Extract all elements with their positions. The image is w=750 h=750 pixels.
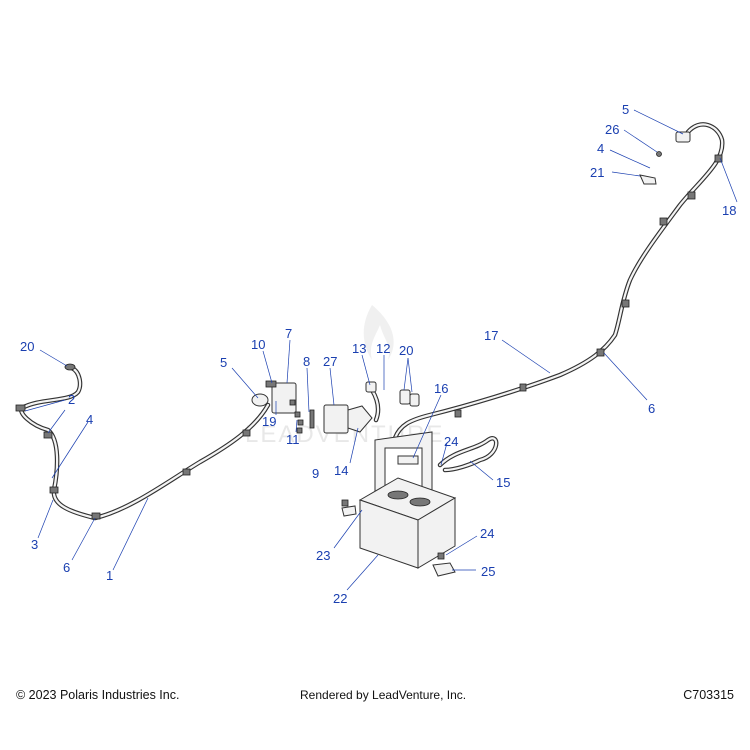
callout-9: 9 <box>312 466 319 481</box>
callout-15: 15 <box>496 475 510 490</box>
callout-1: 1 <box>106 568 113 583</box>
callout-26: 26 <box>605 122 619 137</box>
callout-6: 6 <box>63 560 70 575</box>
callout-20-left: 20 <box>20 339 34 354</box>
callout-17: 17 <box>484 328 498 343</box>
callout-25: 25 <box>481 564 495 579</box>
callout-20-mid: 20 <box>399 343 413 358</box>
diagram-code: C703315 <box>683 688 734 702</box>
callout-24-lower: 24 <box>480 526 494 541</box>
callout-4-right: 4 <box>597 141 604 156</box>
copyright-text: © 2023 Polaris Industries Inc. <box>16 688 180 702</box>
callout-19: 19 <box>262 414 276 429</box>
callout-23: 23 <box>316 548 330 563</box>
callout-6-right: 6 <box>648 401 655 416</box>
callout-12: 12 <box>376 341 390 356</box>
callout-14: 14 <box>334 463 348 478</box>
callout-13: 13 <box>352 341 366 356</box>
rendered-by-text: Rendered by LeadVenture, Inc. <box>300 688 467 702</box>
callout-11: 11 <box>286 432 300 447</box>
callout-3: 3 <box>31 537 38 552</box>
callout-24-upper: 24 <box>444 434 458 449</box>
callout-labels: 1 2 3 4 5 6 7 8 9 10 11 12 13 14 15 16 1… <box>20 102 736 606</box>
callout-27: 27 <box>323 354 337 369</box>
left-cable-harness <box>15 363 271 521</box>
callout-10: 10 <box>251 337 265 352</box>
callout-2: 2 <box>68 392 75 407</box>
callout-22: 22 <box>333 591 347 606</box>
fuse-box-assembly <box>251 380 420 434</box>
callout-18: 18 <box>722 203 736 218</box>
callout-8: 8 <box>303 354 310 369</box>
callout-5: 5 <box>220 355 227 370</box>
callout-5-right: 5 <box>622 102 629 117</box>
callout-4: 4 <box>86 412 93 427</box>
callout-21: 21 <box>590 165 604 180</box>
callout-16: 16 <box>434 381 448 396</box>
callout-7: 7 <box>285 326 292 341</box>
right-cable-harness <box>392 122 725 441</box>
battery-assembly <box>341 431 499 577</box>
leader-lines <box>24 109 738 591</box>
